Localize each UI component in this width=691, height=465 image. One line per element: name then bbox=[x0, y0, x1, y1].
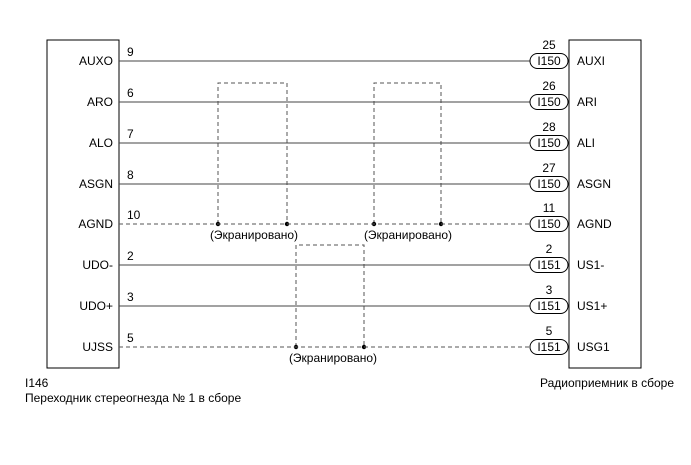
right-pin-label-4: ASGN bbox=[577, 177, 611, 191]
right-pin-label-6: US1- bbox=[577, 258, 604, 272]
connector-code-8: I151 bbox=[537, 340, 561, 354]
left-pin-number-4: 8 bbox=[127, 168, 134, 182]
left-pin-number-6: 2 bbox=[127, 249, 134, 263]
right-pin-number-5: 11 bbox=[543, 201, 556, 215]
connector-code-6: I151 bbox=[537, 258, 561, 272]
connector-oval-7 bbox=[529, 298, 569, 314]
left-pin-label-6: UDO- bbox=[82, 258, 113, 272]
right-component-box bbox=[568, 39, 642, 369]
connector-oval-3 bbox=[529, 135, 569, 151]
left-pin-number-3: 7 bbox=[127, 127, 134, 141]
shield-2-label: (Экранировано) bbox=[364, 228, 452, 242]
right-pin-number-2: 26 bbox=[542, 79, 556, 93]
left-component-name: Переходник стереогнезда № 1 в сборе bbox=[25, 391, 241, 405]
right-pin-number-8: 5 bbox=[546, 324, 553, 338]
left-pin-number-5: 10 bbox=[127, 208, 141, 222]
connector-oval-6 bbox=[529, 257, 569, 273]
left-pin-number-2: 6 bbox=[127, 86, 134, 100]
left-pin-label-5: AGND bbox=[78, 217, 113, 231]
left-pin-label-8: UJSS bbox=[82, 340, 113, 354]
right-pin-label-5: AGND bbox=[577, 217, 612, 231]
connector-code-7: I151 bbox=[537, 299, 561, 313]
shield-1: (Экранировано) bbox=[210, 82, 298, 242]
shield-1-label: (Экранировано) bbox=[210, 228, 298, 242]
connector-code-2: I150 bbox=[537, 95, 561, 109]
left-pin-number-1: 9 bbox=[127, 45, 134, 59]
right-pin-number-6: 2 bbox=[546, 242, 553, 256]
left-pin-number-7: 3 bbox=[127, 290, 134, 304]
left-pin-label-2: ARO bbox=[87, 95, 113, 109]
connector-oval-4 bbox=[529, 176, 569, 192]
right-component-name: Радиоприемник в сборе bbox=[540, 376, 674, 390]
right-pin-number-3: 28 bbox=[542, 120, 556, 134]
connector-code-3: I150 bbox=[537, 136, 561, 150]
connector-oval-2 bbox=[529, 94, 569, 110]
right-pin-number-7: 3 bbox=[546, 283, 553, 297]
left-pin-number-8: 5 bbox=[127, 331, 134, 345]
right-pin-label-8: USG1 bbox=[577, 340, 610, 354]
connector-code-1: I150 bbox=[537, 54, 561, 68]
left-pin-label-7: UDO+ bbox=[79, 299, 113, 313]
right-pin-number-1: 25 bbox=[542, 38, 556, 52]
connector-code-4: I150 bbox=[537, 177, 561, 191]
left-pin-label-4: ASGN bbox=[79, 177, 113, 191]
right-pin-label-7: US1+ bbox=[577, 299, 607, 313]
connector-oval-1 bbox=[529, 53, 569, 69]
left-pin-label-3: ALO bbox=[89, 136, 113, 150]
connector-oval-8 bbox=[529, 339, 569, 355]
right-pin-label-3: ALI bbox=[577, 136, 595, 150]
connector-oval-5 bbox=[529, 216, 569, 232]
right-pin-number-4: 27 bbox=[542, 161, 556, 175]
shield-2: (Экранировано) bbox=[364, 82, 452, 242]
right-pin-label-2: ARI bbox=[577, 95, 597, 109]
shield-3: (Экранировано) bbox=[289, 244, 377, 365]
left-pin-label-1: AUXO bbox=[79, 54, 113, 68]
right-pin-label-1: AUXI bbox=[577, 54, 605, 68]
left-component-box bbox=[46, 39, 120, 369]
shield-3-label: (Экранировано) bbox=[289, 351, 377, 365]
connector-code-5: I150 bbox=[537, 217, 561, 231]
left-component-code: I146 bbox=[25, 376, 49, 390]
